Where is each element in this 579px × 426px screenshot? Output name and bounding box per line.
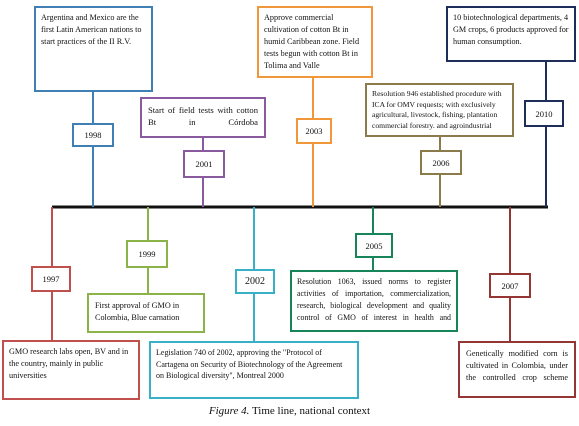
event-2001-box: Start of field tests with cotton Bt in C… bbox=[140, 97, 266, 138]
event-1999-text: First approval of GMO in Colombia, Blue … bbox=[95, 301, 180, 322]
event-2010-box: 10 biotechnological departments, 4 GM cr… bbox=[446, 6, 576, 62]
event-2007-text: Genetically modified corn is cultivated … bbox=[466, 349, 568, 382]
figure-caption-text: Time line, national context bbox=[251, 405, 371, 417]
event-2002-box: Legislation 740 of 2002, approving the "… bbox=[149, 341, 359, 399]
event-2005-text: Resolution 1063, issued norms to registe… bbox=[297, 277, 451, 322]
event-1998-box: Argentina and Mexico are the first Latin… bbox=[34, 6, 153, 92]
event-2006-text: Resolution 946 established procedure wit… bbox=[372, 89, 502, 130]
event-2006-box: Resolution 946 established procedure wit… bbox=[365, 83, 514, 137]
year-2010-label: 2010 bbox=[524, 100, 564, 127]
year-2001-label: 2001 bbox=[183, 150, 225, 178]
event-1998-text: Argentina and Mexico are the first Latin… bbox=[41, 13, 142, 46]
year-1997-label: 1997 bbox=[31, 266, 71, 292]
event-1997-box: GMO research labs open, BV and in the co… bbox=[2, 340, 140, 400]
year-2003-label: 2003 bbox=[296, 118, 332, 144]
event-2007-box: Genetically modified corn is cultivated … bbox=[458, 341, 576, 398]
event-2010-text: 10 biotechnological departments, 4 GM cr… bbox=[453, 13, 569, 46]
year-1998-label: 1998 bbox=[72, 123, 114, 147]
figure-caption: Figure 4. Time line, national context bbox=[0, 405, 579, 417]
year-2005-label: 2005 bbox=[355, 233, 393, 258]
year-2006-label: 2006 bbox=[420, 150, 462, 175]
figure-caption-label: Figure 4. bbox=[208, 405, 250, 417]
event-1999-box: First approval of GMO in Colombia, Blue … bbox=[87, 293, 205, 333]
event-1997-text: GMO research labs open, BV and in the co… bbox=[9, 347, 129, 380]
year-2002-label: 2002 bbox=[235, 269, 275, 294]
year-1999-label: 1999 bbox=[126, 240, 168, 268]
event-2002-text: Legislation 740 of 2002, approving the "… bbox=[156, 348, 343, 381]
year-2007-label: 2007 bbox=[489, 273, 531, 298]
event-2003-box: Approve commercial cultivation of cotton… bbox=[257, 6, 373, 78]
event-2005-box: Resolution 1063, issued norms to registe… bbox=[290, 270, 458, 332]
event-2001-text: Start of field tests with cotton Bt in C… bbox=[148, 105, 258, 128]
event-2003-text: Approve commercial cultivation of cotton… bbox=[264, 13, 360, 70]
